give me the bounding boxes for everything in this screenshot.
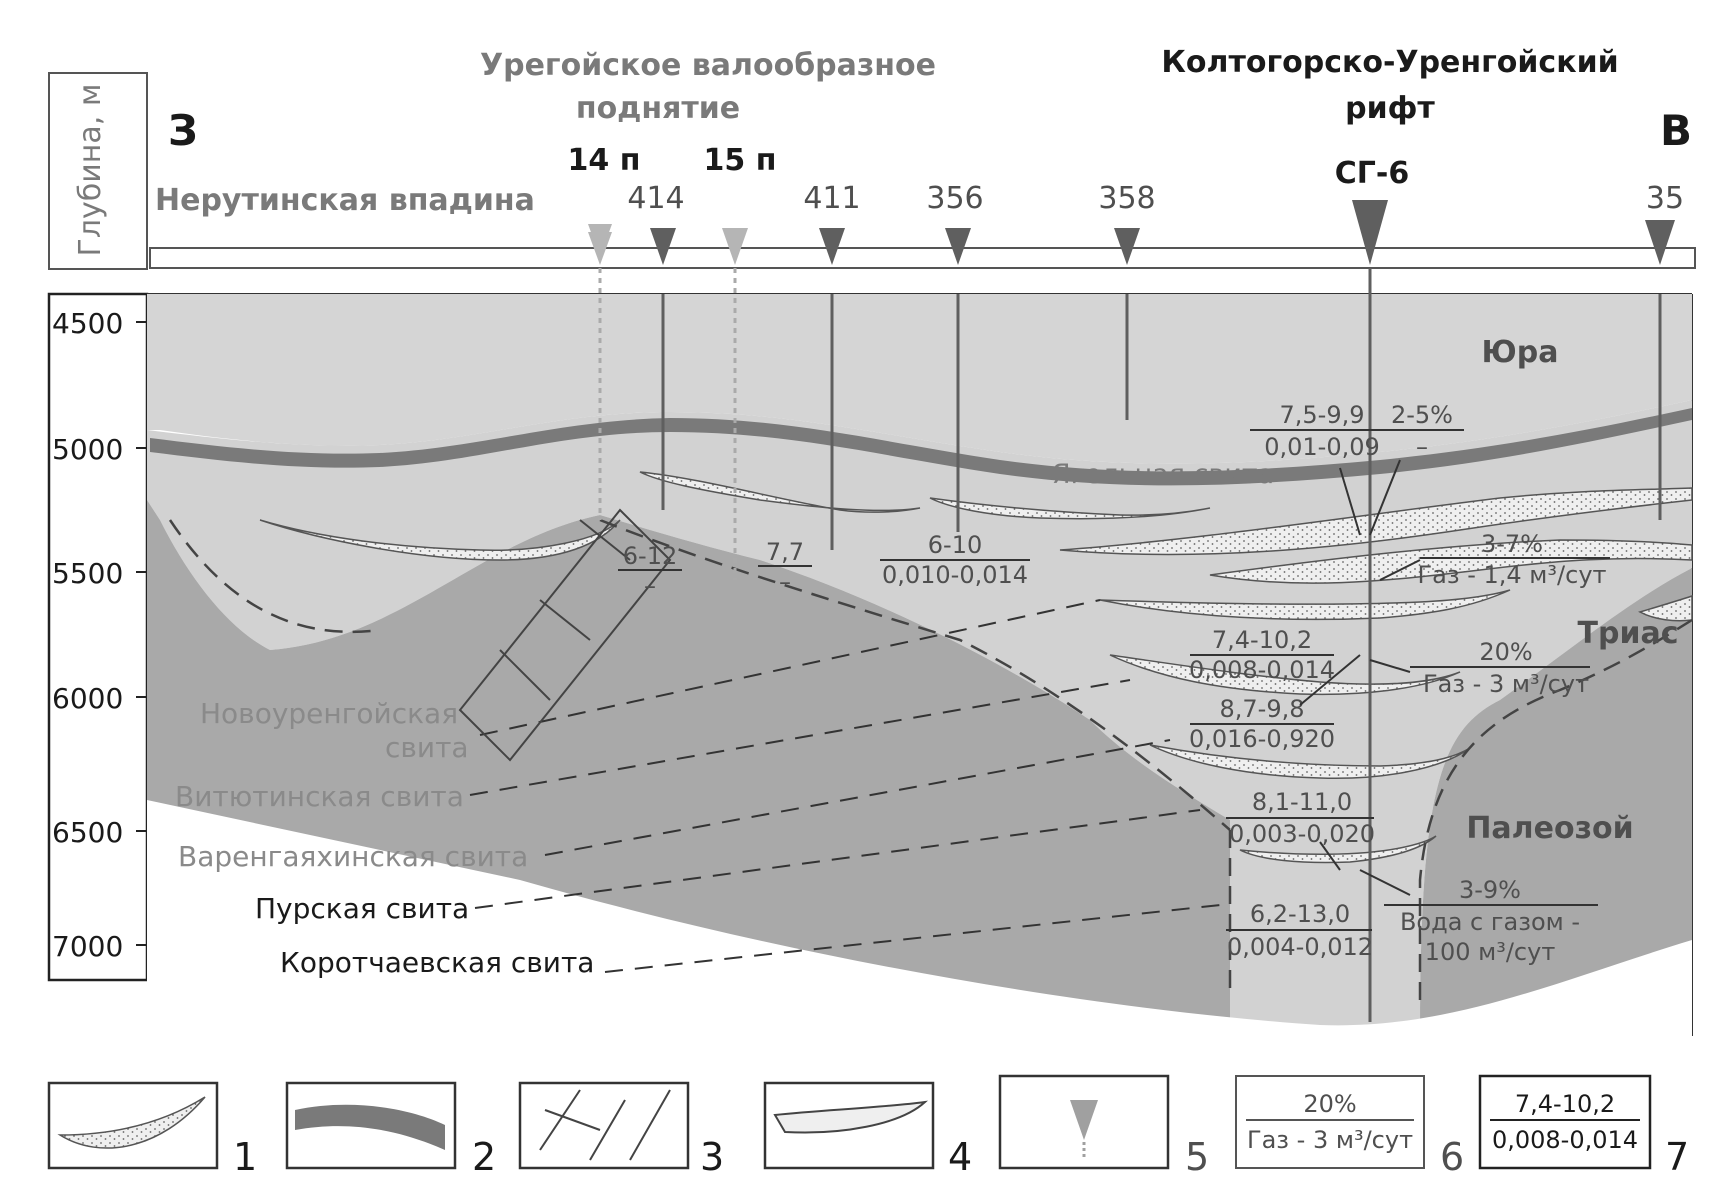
age-label-trias: Триас [1578,616,1679,651]
formation-vityutinskaya: Витютинская свита [175,780,464,813]
legend-number: 4 [948,1135,972,1179]
formation-purskaya: Пурская свита [255,892,469,925]
surface-bar [149,247,1696,269]
annotation-bottom: 0,003-0,020 [1229,820,1375,848]
legend-6-bottom: Газ - 3 м³/сут [1247,1126,1413,1154]
well-markers [588,200,1675,265]
annotation-top: 7,5-9,9 [1280,401,1365,429]
legend-number: 7 [1665,1135,1689,1179]
annotation-top: 6-10 [928,531,982,559]
legend-number: 2 [472,1135,496,1179]
annotations: 7,5-9,9 0,01-0,09 2-5% – 6-12 – 7,7 – 6-… [618,401,1610,966]
well-label-sg6: СГ-6 [1335,156,1409,191]
annotation-bottom: Газ - 1,4 м³/сут [1417,561,1606,589]
well-label-414: 414 [627,181,684,216]
age-label-paleozoi: Палеозой [1466,811,1633,846]
annotation-top: 2-5% [1391,401,1453,429]
well-label-358: 358 [1098,181,1155,216]
lower-white-area [147,800,1692,1036]
annotation-top: 8,7-9,8 [1220,695,1305,723]
legend-7-bottom: 0,008-0,014 [1492,1126,1638,1154]
legend-item-3-box [518,1081,690,1170]
legend-item-7-box [1478,1074,1652,1170]
well-label-15p: 15 п [704,143,777,178]
coal-band [150,408,1692,486]
legend-number: 5 [1185,1135,1209,1179]
depth-ticks: 4500 5000 5500 6000 6500 7000 [52,307,150,963]
legend-7-top: 7,4-10,2 [1515,1090,1615,1118]
right-region-title-line2: рифт [1345,91,1435,126]
annotation-arrows [1299,459,1421,896]
depth-tick-label: 6000 [52,682,123,715]
annotation-bottom: Газ - 3 м³/сут [1423,670,1589,698]
depth-axis-label: Глубина, м [73,84,108,257]
depth-tick-label: 7000 [52,930,123,963]
legend-item-6-box [1235,1075,1425,1169]
east-letter: В [1660,106,1692,155]
legend-number: 6 [1440,1135,1464,1179]
annotation-top: 3-7% [1481,530,1543,558]
age-label-jura: Юра [1482,335,1559,370]
depth-tick-label: 4500 [52,307,123,340]
fault-blocks [458,508,672,762]
legend: 1 2 3 4 5 20% Газ - 3 м³/сут 6 7,4-10,2 … [47,1074,1689,1179]
formation-varengayakhinskaya: Варенгаяхинская свита [178,840,528,873]
annotation-top: 6,2-13,0 [1250,900,1350,928]
well-label-14p: 14 п [568,143,641,178]
depth-scale-box [47,292,149,982]
annotation-bottom: – [779,568,791,596]
well-label-356: 356 [926,181,983,216]
formation-yagelnaya: Ягельная свита [1052,459,1274,490]
annotation-top: 3-9% [1459,876,1521,904]
annotation-bottom: – [644,572,656,600]
formation-novourengoiskaya-line2: свита [385,731,469,764]
annotation-top: 6-12 [623,542,677,570]
annotation-bottom: 0,008-0,014 [1189,656,1335,684]
formation-novourengoiskaya: Новоуренгойская [200,697,458,730]
trias-layer [147,400,1692,1036]
annotation-top: 8,1-11,0 [1252,788,1352,816]
well-traces [598,268,1662,1022]
left-region-title-line2: поднятие [576,91,740,126]
legend-number: 3 [700,1135,724,1179]
well-label-411: 411 [803,181,860,216]
annotation-top: 7,7 [766,538,804,566]
left-region-title: Урегойское валообразное [480,48,936,83]
west-letter: З [168,106,198,155]
legend-item-1-box [47,1081,219,1170]
annotation-bottom: 0,004-0,012 [1227,933,1373,961]
depth-tick-label: 5000 [52,433,123,466]
legend-number: 1 [233,1135,257,1179]
jura-layer [147,294,1692,464]
well-labels: 14 п 15 п 414 411 356 358 СГ-6 35 [568,143,1685,216]
annotation-top: 7,4-10,2 [1212,626,1312,654]
left-depression-label: Нерутинская впадина [155,183,535,218]
depth-label-box [48,72,148,270]
rift-boundaries [168,518,1693,1000]
annotation-bottom: 0,010-0,014 [882,561,1028,589]
basement-right [1420,568,1692,1036]
right-region-title: Колтогорско-Уренгойский [1161,45,1618,80]
annotation-bottom: – [1416,433,1428,461]
formation-korotchaevskaya: Коротчаевская свита [280,946,594,979]
annotation-bottom: Вода с газом - [1400,908,1580,936]
depth-tick-label: 6500 [52,816,123,849]
legend-6-top: 20% [1303,1090,1356,1118]
annotation-bottom: 0,01-0,09 [1264,433,1380,461]
well-label-35: 35 [1646,181,1684,216]
annotation-bottom-line2: 100 м³/сут [1425,938,1556,966]
depth-tick-label: 5500 [52,557,123,590]
annotation-bottom: 0,016-0,920 [1189,725,1335,753]
formation-leaders [469,599,1221,973]
annotation-top: 20% [1479,638,1532,666]
